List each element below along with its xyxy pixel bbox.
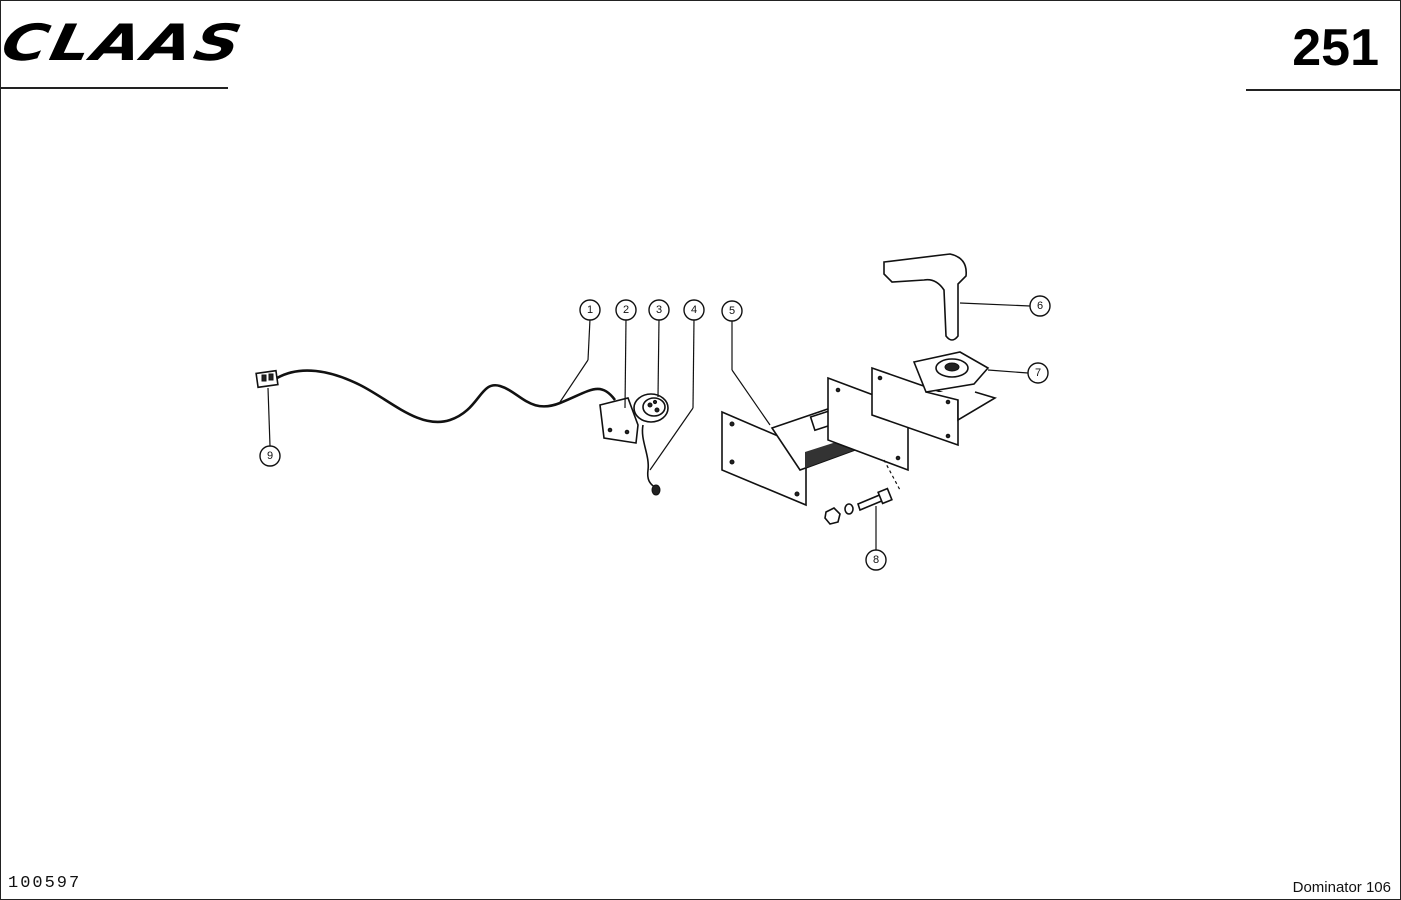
callout-7: 7 bbox=[1027, 362, 1049, 384]
callout-5: 5 bbox=[721, 300, 743, 322]
svg-text:8: 8 bbox=[873, 554, 879, 566]
part-4-wire bbox=[641, 424, 657, 491]
model-name: Dominator 106 bbox=[1292, 879, 1391, 896]
logo-rule bbox=[0, 87, 228, 89]
part-2-bracket bbox=[599, 397, 639, 444]
part-6-lever bbox=[883, 253, 967, 341]
part-9-connector bbox=[255, 369, 279, 389]
svg-text:3: 3 bbox=[656, 304, 662, 316]
callout-6: 6 bbox=[1029, 295, 1051, 317]
svg-text:4: 4 bbox=[691, 304, 697, 316]
part-7-pivot-block bbox=[871, 351, 997, 447]
callout-2: 2 bbox=[615, 299, 637, 321]
svg-text:7: 7 bbox=[1035, 367, 1041, 379]
page-number-rule bbox=[1246, 89, 1400, 91]
svg-text:2: 2 bbox=[623, 304, 629, 316]
svg-text:5: 5 bbox=[729, 305, 735, 317]
document-code: 100597 bbox=[8, 874, 82, 893]
svg-text:6: 6 bbox=[1037, 300, 1043, 312]
part-3-sensor bbox=[633, 393, 669, 423]
page-number: 251 bbox=[1292, 19, 1379, 77]
callout-3: 3 bbox=[648, 299, 670, 321]
callout-1: 1 bbox=[579, 299, 601, 321]
svg-text:1: 1 bbox=[587, 304, 593, 316]
callout-4: 4 bbox=[683, 299, 705, 321]
svg-text:9: 9 bbox=[267, 450, 273, 462]
callout-8: 8 bbox=[865, 549, 887, 571]
part-8-fasteners bbox=[824, 459, 901, 525]
callout-9: 9 bbox=[259, 445, 281, 467]
part-1-cable bbox=[276, 369, 617, 424]
part-4-wire-end bbox=[651, 484, 661, 496]
